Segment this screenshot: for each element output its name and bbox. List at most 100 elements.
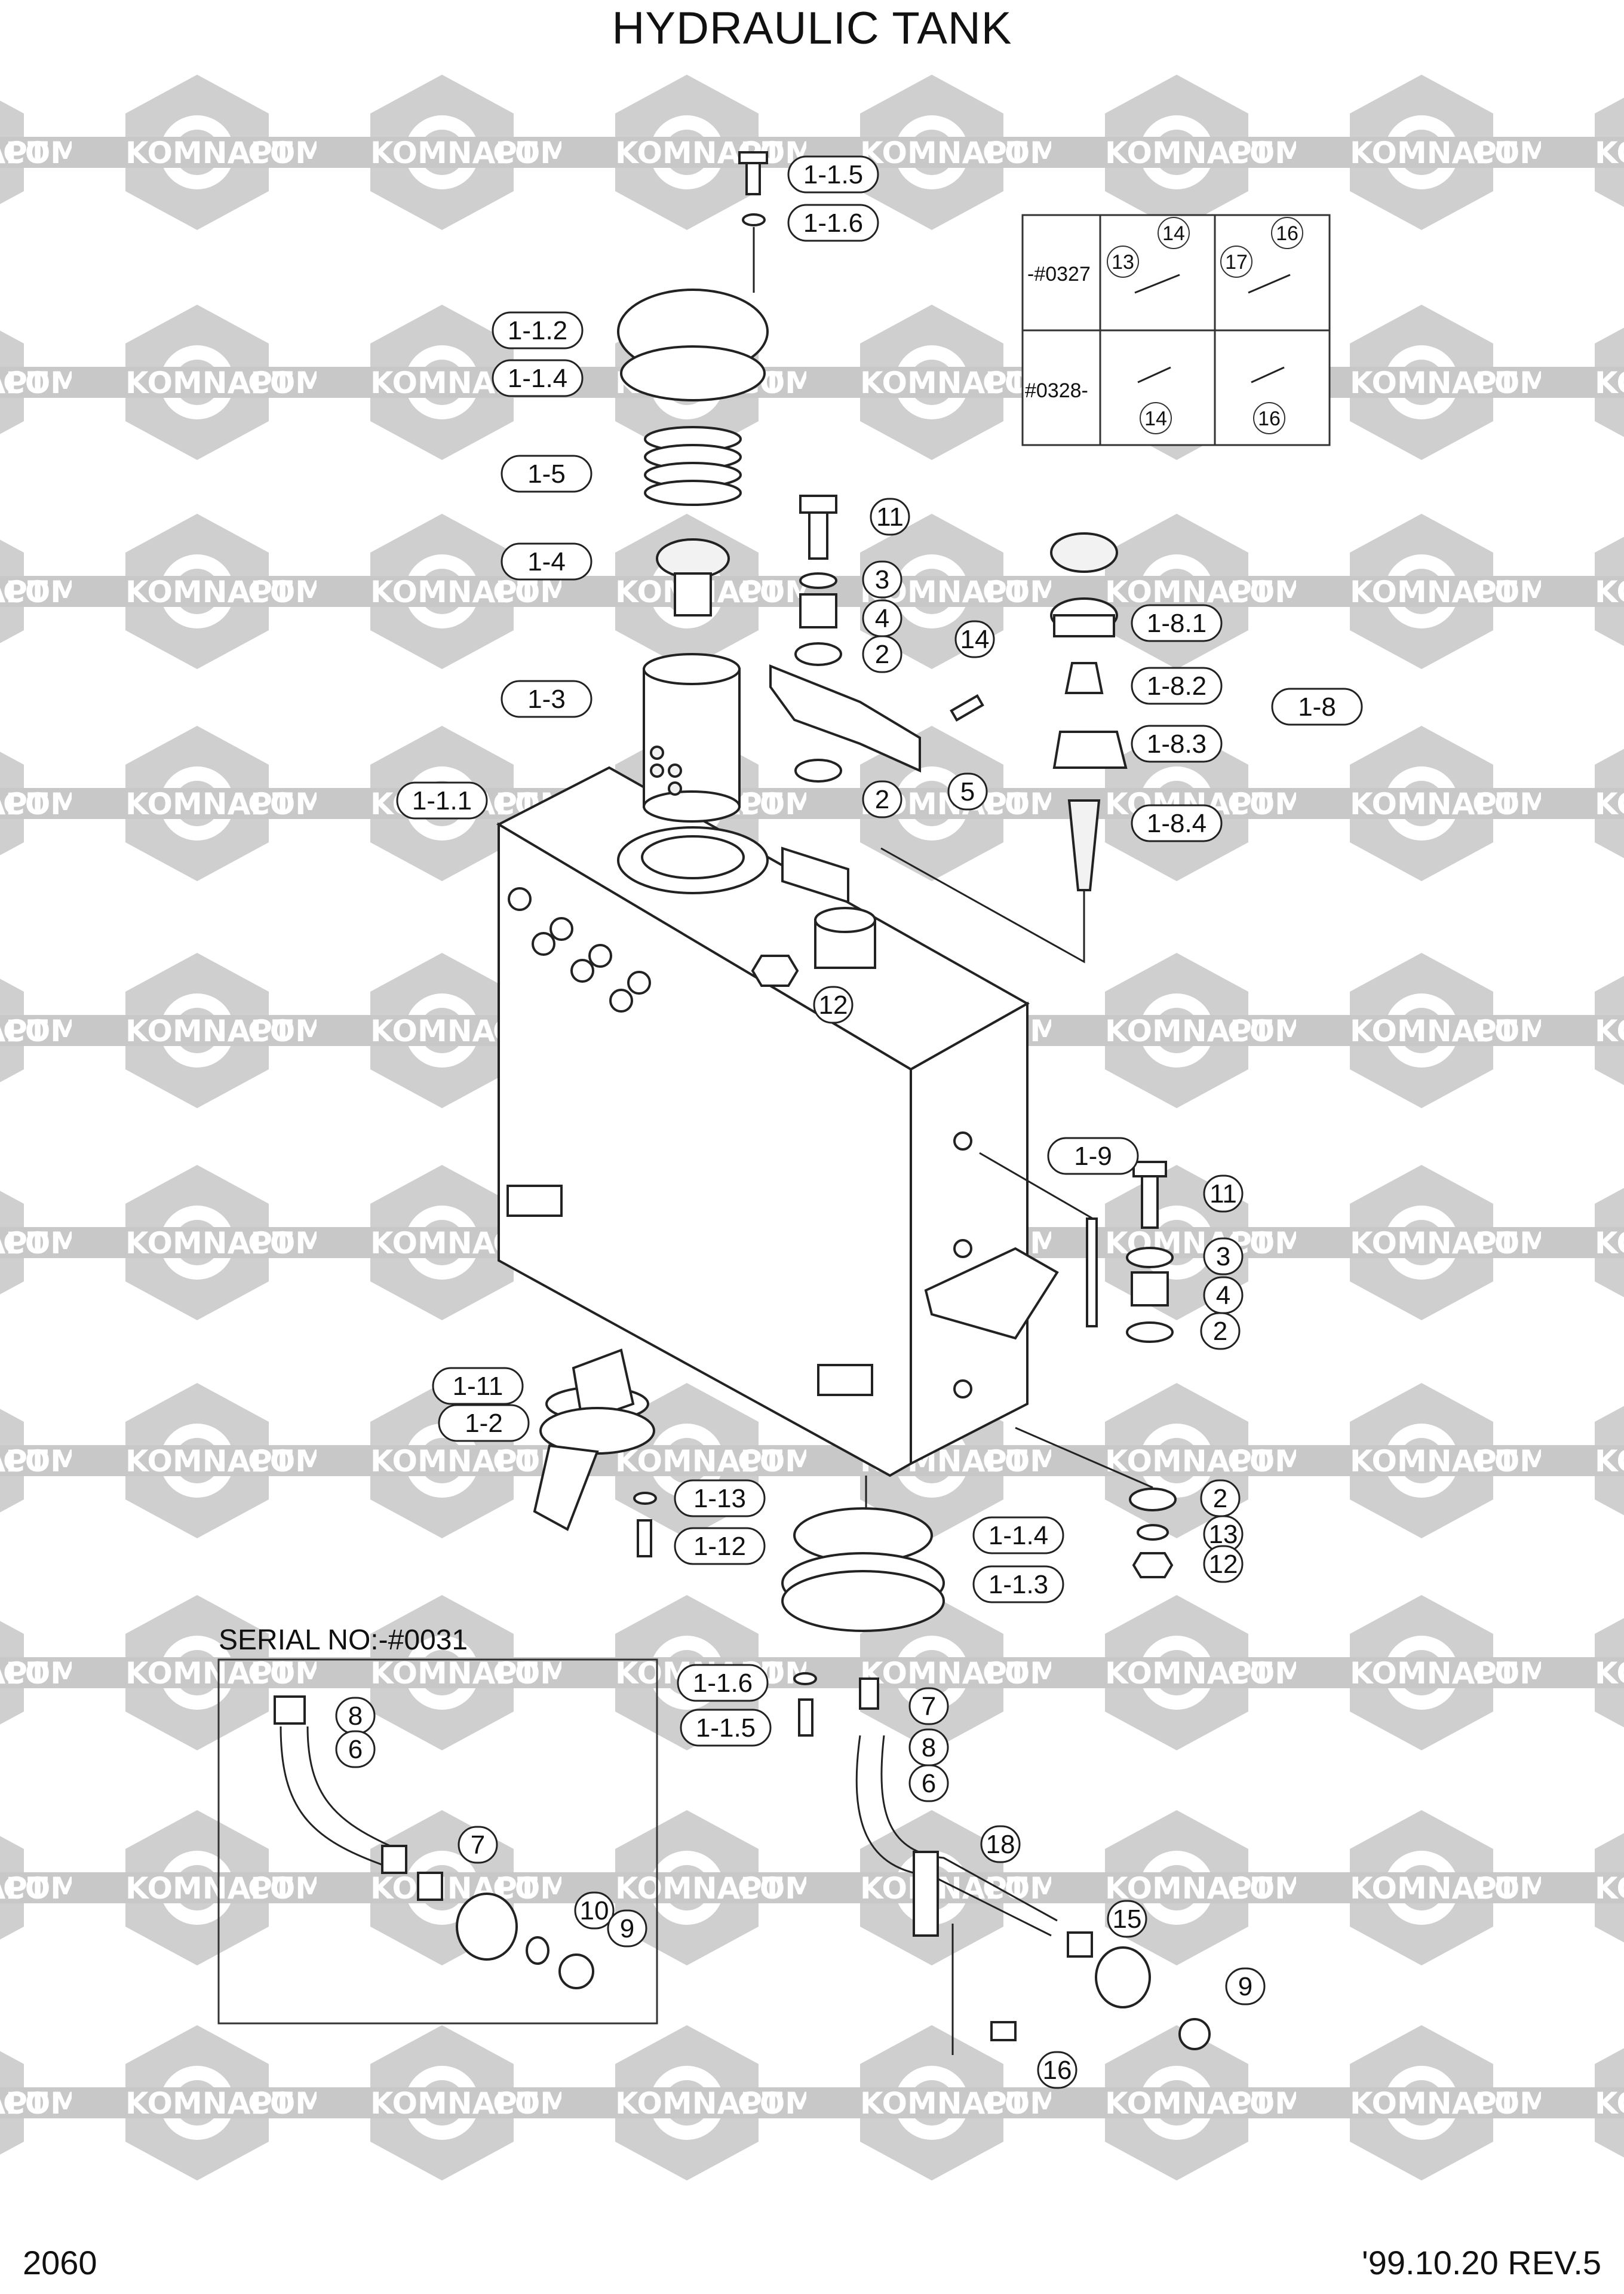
callout-label: 1-8.2 [1147,671,1207,701]
callout-c_7a: 7 [458,1826,498,1864]
callout-c_11b: 11 [1203,1174,1244,1213]
watermark-text: KOMNAPT [125,1226,293,1261]
cover-assembly [617,151,769,823]
callout-label: 1-1.6 [693,1669,753,1698]
watermark-text: KOMNAPT [0,2086,48,2121]
callout-c_2b: 2 [862,780,902,818]
watermark-text: KOMNAPT [1105,1444,1272,1479]
callout-c_12b: 12 [1203,1545,1244,1583]
serial-note: SERIAL NO:-#0031 [219,1624,468,1656]
callout-label: 1-8 [1298,692,1336,722]
watermark-text: KOMNAPT [1105,1871,1272,1906]
watermark-tile: KOMNAPTCOMPART [1541,1165,1624,1320]
watermark-text: KOMNAPT [615,1871,782,1906]
callout-c_3a: 3 [862,560,902,599]
watermark-text: KOMNAPT [1595,1444,1624,1479]
watermark-text: KOMNAPT [1350,1226,1517,1261]
callout-c_11a: 11 [870,498,910,536]
watermark-tile: KOMNAPTCOMPART [1541,953,1624,1108]
watermark-text: KOMNAPT [125,2086,293,2121]
watermark-text: KOMNAPT [860,2086,1027,2121]
level-gauge-assembly [979,1152,1174,1343]
callout-label: 6 [348,1735,363,1764]
watermark-tile: KOMNAPTCOMPART [1541,1383,1624,1538]
tank-body [496,766,1059,1477]
watermark-text: KOMNAPT [1350,1444,1517,1479]
callout-label: 1-1.1 [412,786,472,815]
callout-label: 6 [922,1769,936,1798]
watermark-text: KOMNAPT [1595,366,1624,400]
watermark-text: KOMNAPT [1105,2086,1272,2121]
watermark-text: KOMNAPT [1595,1871,1624,1906]
watermark-text: KOMNAPT [1350,136,1517,170]
drain-cover [781,1427,1177,1632]
watermark-text: KOMNAPT [1595,787,1624,821]
watermark-text: KOMNAPT [1350,787,1517,821]
callout-label: 13 [1209,1520,1238,1549]
watermark-text: KOMNAPT [860,366,1027,400]
callout-label: 1-1.4 [508,364,567,393]
watermark-text: KOMNAPT [1595,1014,1624,1048]
page-title: HYDRAULIC TANK [612,3,1012,54]
watermark-text: KOMNAPT [0,1444,48,1479]
callout-c_1_9: 1-9 [1047,1137,1139,1175]
callout-label: 8 [922,1733,936,1762]
callout-c_1_1_2: 1-1.2 [492,311,584,349]
variant-table: -#0327 #0328- 13 14 17 16 14 16 [1021,214,1331,446]
callout-label: 8 [348,1701,363,1731]
callout-c_6a: 6 [335,1730,376,1768]
watermark-text: KOMNAPT [1595,2086,1624,2121]
watermark-text: KOMNAPT [1350,1014,1517,1048]
callout-label: 11 [876,502,904,532]
watermark-text: KOMNAPT [615,1444,782,1479]
callout-c_2c: 2 [1200,1312,1241,1350]
callout-label: 9 [1238,1972,1252,2001]
callout-label: 1-11 [453,1372,504,1401]
callout-label: 1-1.5 [696,1713,756,1743]
callout-c_1_1_4b: 1-1.4 [972,1516,1064,1554]
watermark-text: KOMNAPT [125,366,293,400]
callout-label: 7 [471,1830,485,1860]
variant-row-1-label: -#0327 [1027,263,1091,286]
watermark-text: KOMNAPT [860,1656,1027,1691]
callout-label: 4 [875,604,889,633]
callout-label: 1-4 [527,547,566,576]
watermark-tile: KOMNAPTCOMPART [1541,1595,1624,1750]
watermark-text: KOMNAPT [1105,1656,1272,1691]
watermark-text: KOMNAPT [370,136,538,170]
watermark-text: KOMNAPT [370,575,538,609]
callout-c_1_2: 1-2 [438,1404,530,1442]
callout-label: 12 [1209,1550,1238,1579]
callout-c_6b: 6 [908,1764,949,1802]
watermark-text: KOMNAPT [1595,575,1624,609]
callout-label: 16 [1043,2056,1072,2085]
watermark-text: KOMNAPT [0,787,48,821]
suction-pipe [533,1348,657,1557]
watermark-text: KOMNAPT [125,1656,293,1691]
callout-label: 1-1.6 [803,208,863,238]
variant-row-2-label: #0328- [1025,379,1088,402]
callout-label: 1-12 [693,1532,746,1561]
drain-hose [793,1672,1211,2055]
watermark-text: KOMNAPT [125,1444,293,1479]
callout-c_5: 5 [947,772,988,811]
watermark-text: KOMNAPT [0,366,48,400]
watermark-text: KOMNAPT [0,1871,48,1906]
watermark-text: KOMNAPT [1350,366,1517,400]
watermark-text: KOMNAPT [1350,2086,1517,2121]
callout-c_7b: 7 [908,1687,949,1725]
callout-c_1_8_1: 1-8.1 [1131,604,1223,642]
callout-label: 1-13 [693,1484,746,1513]
callout-label: 14 [960,625,990,654]
watermark-text: KOMNAPT [370,2086,538,2121]
callout-label: 11 [1209,1179,1237,1209]
variant-cell: 14 [1144,407,1167,430]
callout-label: 3 [1216,1242,1230,1271]
variant-cell: 13 [1112,251,1134,274]
revision-label: '99.10.20 REV.5 [1362,2244,1601,2281]
watermark-text: KOMNAPT [370,1871,538,1906]
callout-layer: 1-1.51-1.61-1.21-1.41-51-41-31-1.1113421… [335,155,1363,2089]
callout-c_1_8: 1-8 [1271,688,1363,726]
callout-label: 4 [1216,1281,1230,1310]
callout-label: 1-3 [527,685,566,714]
